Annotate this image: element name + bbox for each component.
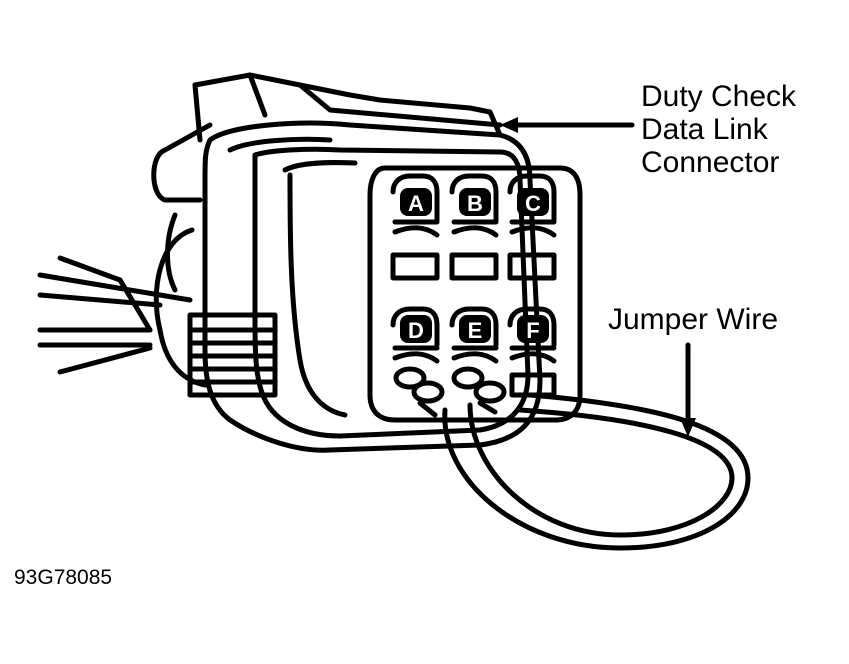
figure-id: 93G78085 [14,566,113,589]
connector-callout-line-3: Connector [641,146,780,179]
pin-label-d: D [408,318,424,343]
pin-label-f: F [526,318,539,343]
pin-label-bg-b [459,188,491,216]
connector-arrowhead [500,117,518,133]
pin-labels-bottom: D E F [400,315,549,343]
pin-labels-top: A B C [400,188,549,216]
pin-label-c: C [525,191,541,216]
jumper-wire-terminals [393,366,507,418]
pin-label-bg-a [400,188,432,216]
pin-label-a: A [408,191,424,216]
jumper-wire [442,392,751,551]
pin-label-bg-e [459,315,491,343]
pin-label-bg-f [517,315,549,343]
pin-label-bg-c [517,188,549,216]
pin-cavity-f [507,306,557,398]
pin-label-e: E [468,318,483,343]
harness-wires [37,255,193,375]
jumper-wire-callout: Jumper Wire [608,303,779,336]
pin-cavity-e [449,306,499,364]
pin-cavity-a [390,173,440,281]
pin-face [367,165,583,423]
connector-callout-line-2: Data Link [641,113,768,146]
pin-cavity-c [507,173,557,281]
pin-cavity-b [449,173,499,281]
pin-row-top [390,173,557,281]
callout-leaders [507,122,691,428]
pin-label-b: B [467,191,483,216]
connector-callout-line-1: Duty Check [641,80,797,113]
connector-callout: Duty Check Data Link Connector [641,80,796,179]
jumper-arrowhead [680,418,696,437]
connector-boot [151,122,278,398]
pin-row-bottom [390,306,557,398]
pin-cavity-d [390,306,440,364]
connector-body [192,72,543,453]
pin-label-bg-d [400,315,432,343]
